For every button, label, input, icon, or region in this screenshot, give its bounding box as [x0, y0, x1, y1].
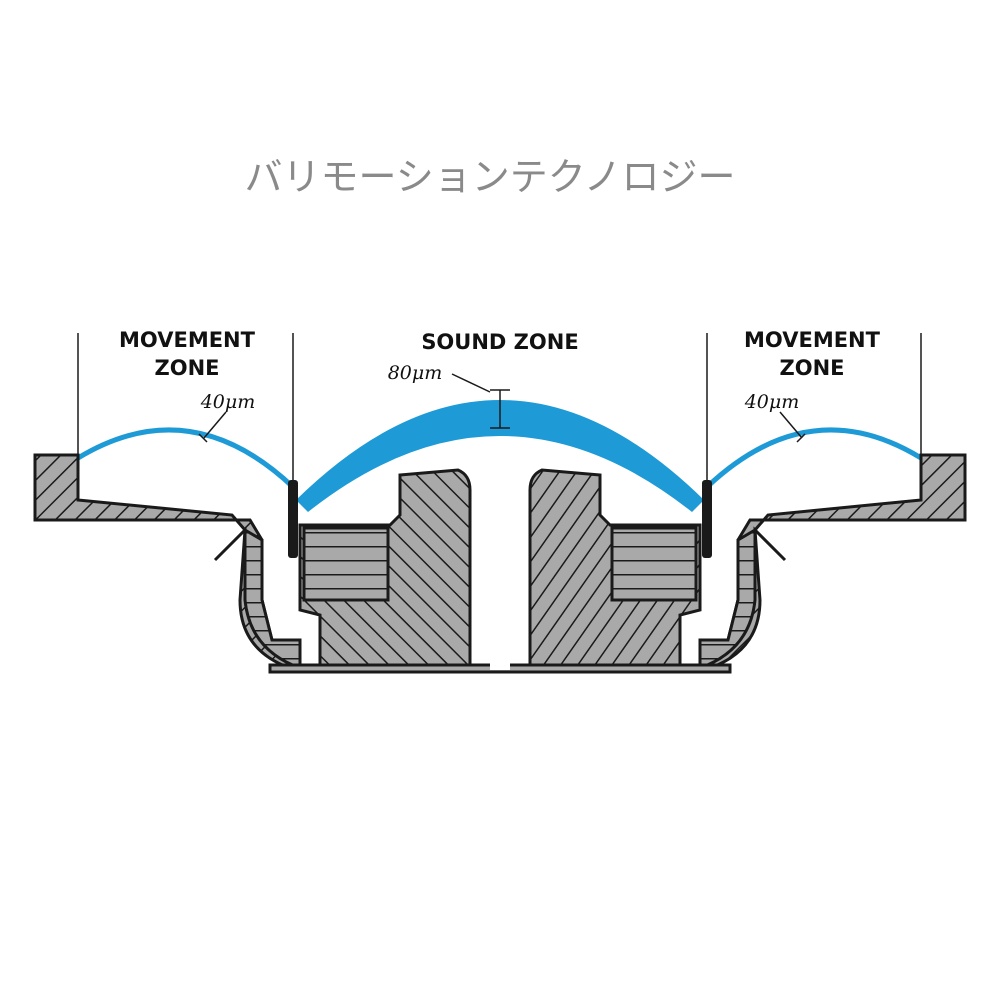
right-zone-label-line2: ZONE: [780, 356, 845, 380]
diagram-title: バリモーションテクノロジー: [245, 155, 736, 199]
right-zone-label-line1: MOVEMENT: [744, 328, 881, 352]
diaphragm: [76, 400, 923, 512]
right-voice-coil: [702, 480, 712, 558]
center-zone-label: SOUND ZONE: [421, 330, 578, 354]
left-movement-zone-film: [76, 427, 295, 489]
left-voice-coil: [288, 480, 298, 558]
left-thickness-callout: [198, 411, 227, 443]
center-vent: [490, 470, 510, 670]
center-thickness-callout: [451, 373, 510, 429]
zone-divider-lines: [77, 333, 922, 485]
right-pole: [610, 526, 698, 602]
right-base: [698, 526, 787, 671]
left-zone-label-line2: ZONE: [155, 356, 220, 380]
right-thickness-callout: [779, 411, 806, 443]
right-movement-zone-film: [705, 427, 923, 489]
center-thickness-label: 80μm: [388, 362, 443, 384]
left-pole: [302, 526, 390, 602]
speaker-housing: [33, 453, 967, 674]
left-zone-label-line1: MOVEMENT: [119, 328, 256, 352]
left-thickness-label: 40μm: [200, 391, 256, 413]
left-base: [213, 526, 302, 671]
right-thickness-label: 40μm: [744, 391, 800, 413]
sound-zone-dome: [296, 400, 704, 512]
